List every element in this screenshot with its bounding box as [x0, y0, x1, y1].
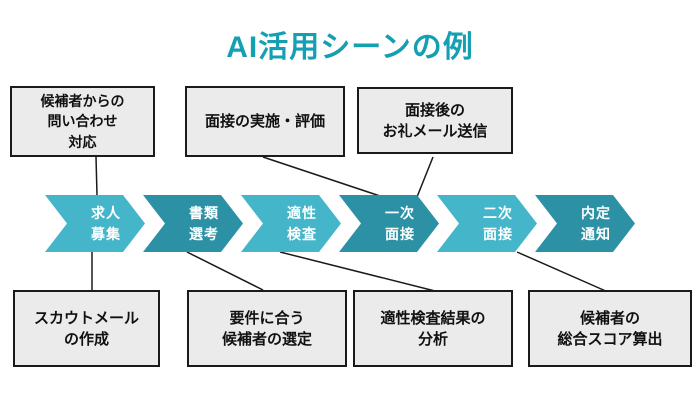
- connector-line-top3-step4: [416, 156, 434, 198]
- callout-scout-mail: スカウトメール の作成: [13, 290, 160, 367]
- callout-line: お礼メール送信: [382, 122, 488, 140]
- callout-line: スカウトメール: [33, 309, 139, 327]
- connector-line-step5-bottom4: [516, 251, 609, 293]
- step-label-line: 一次: [385, 205, 415, 222]
- step-label-line: 検査: [287, 225, 317, 242]
- step-label-line: 募集: [91, 225, 121, 242]
- callout-line: 問い合わせ: [47, 113, 118, 130]
- callout-candidate-inquiry: 候補者からの 問い合わせ 対応: [10, 86, 155, 157]
- callout-line: 面接の実施・評価: [204, 113, 325, 130]
- callout-thankyou-mail: 面接後の お礼メール送信: [357, 87, 513, 154]
- connector-line-top1-step1: [95, 156, 98, 196]
- callout-line: 分析: [417, 330, 448, 348]
- callout-total-score: 候補者の 総合スコア算出: [528, 290, 692, 367]
- callout-line: 総合スコア算出: [557, 330, 663, 348]
- step-label-line: 選考: [189, 225, 219, 242]
- diagram-title: AI活用シーンの例: [226, 31, 474, 64]
- callout-test-result-analysis: 適性検査結果の 分析: [353, 290, 513, 367]
- step-label-line: 二次: [483, 205, 513, 222]
- callout-line: 候補者の選定: [221, 330, 312, 348]
- connector-line-step2-bottom2: [186, 251, 264, 291]
- callout-line: 対応: [68, 133, 97, 150]
- callout-line: 要件に合う: [229, 309, 305, 327]
- step-label-line: 面接: [385, 225, 415, 242]
- callout-line: 適性検査結果の: [380, 309, 486, 327]
- callout-interview-evaluation: 面接の実施・評価: [185, 86, 345, 157]
- step-label-line: 通知: [581, 225, 611, 242]
- step-label-line: 求人: [91, 205, 121, 222]
- callout-candidate-selection: 要件に合う 候補者の選定: [187, 290, 347, 367]
- callout-line: 候補者の: [579, 309, 640, 327]
- process-step-second-interview: 二次 面接: [437, 195, 537, 252]
- step-label-line: 内定: [581, 205, 611, 222]
- callout-line: 候補者からの: [40, 93, 125, 110]
- callout-line: の作成: [63, 330, 109, 348]
- step-label-line: 適性: [287, 205, 317, 222]
- connector-line-top2-step4: [262, 156, 381, 197]
- callout-line: 面接後の: [404, 101, 465, 119]
- connector-line-step3-bottom3: [279, 251, 436, 292]
- step-label-line: 書類: [189, 205, 219, 222]
- process-step-job-posting: 求人 募集: [45, 195, 145, 252]
- step-label-line: 面接: [483, 225, 513, 242]
